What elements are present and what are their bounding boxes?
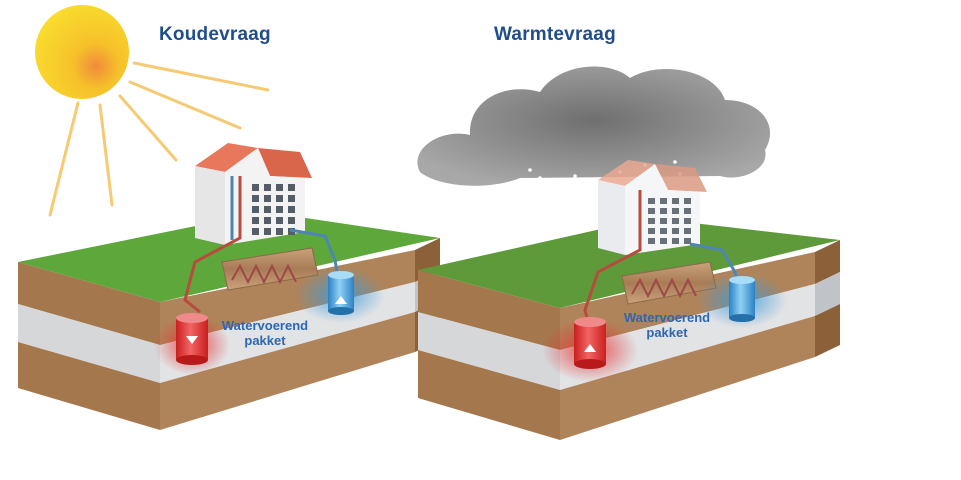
- building-window: [288, 217, 295, 224]
- building-window: [672, 208, 679, 214]
- soil-layer-top: [418, 270, 560, 350]
- building-window: [672, 198, 679, 204]
- building-window: [660, 208, 667, 214]
- panel-title-warmtevraag: Warmtevraag: [494, 24, 616, 45]
- building-window: [684, 198, 691, 204]
- soil-layer-bottom: [18, 342, 160, 430]
- building-window: [684, 208, 691, 214]
- snowflake: [588, 188, 592, 192]
- building-window: [288, 206, 295, 213]
- building-window: [264, 184, 271, 191]
- building-icon: [195, 143, 312, 245]
- snowflake: [558, 184, 562, 188]
- building-window: [648, 228, 655, 234]
- cloud-icon: [417, 66, 771, 186]
- building-window: [648, 218, 655, 224]
- panel-title-koudevraag: Koudevraag: [159, 24, 271, 45]
- building-window: [684, 228, 691, 234]
- snowflake: [548, 194, 552, 198]
- building-window: [264, 228, 271, 235]
- building-window: [276, 195, 283, 202]
- aquifer-label-line2: pakket: [244, 333, 286, 348]
- snowflake: [673, 160, 677, 164]
- warm-well-icon: [176, 313, 208, 365]
- warm-well-icon: [574, 317, 606, 369]
- cold-well-icon: [328, 271, 354, 315]
- snowflake: [523, 180, 527, 184]
- aquifer-label-left: Watervoerend pakket: [210, 318, 320, 348]
- building-icon: [598, 160, 707, 255]
- aquifer-label-right: Watervoerend pakket: [612, 310, 722, 340]
- building-window: [252, 184, 259, 191]
- soil-layer-bottom: [418, 350, 560, 440]
- building-window: [672, 238, 679, 244]
- building-window: [684, 238, 691, 244]
- building-window: [252, 206, 259, 213]
- snowflake: [708, 176, 712, 180]
- building-window: [648, 198, 655, 204]
- sun-rays: [48, 61, 270, 217]
- soil-layer-top: [18, 262, 160, 345]
- building-window: [264, 195, 271, 202]
- building-window: [660, 228, 667, 234]
- building-window: [672, 218, 679, 224]
- building-window: [672, 228, 679, 234]
- snowflake: [573, 174, 577, 178]
- building-window: [648, 208, 655, 214]
- building-window: [264, 206, 271, 213]
- building-window: [264, 217, 271, 224]
- building-window: [252, 195, 259, 202]
- building-window: [648, 238, 655, 244]
- building-window: [276, 184, 283, 191]
- aquifer-layer: [418, 312, 560, 390]
- cold-well-icon: [729, 276, 755, 322]
- building-window: [276, 228, 283, 235]
- building-window: [288, 184, 295, 191]
- building-window: [660, 238, 667, 244]
- building-window: [252, 228, 259, 235]
- building-window: [660, 198, 667, 204]
- aquifer-label-line1: Watervoerend: [221, 318, 309, 333]
- building-window: [288, 195, 295, 202]
- snowflake: [528, 168, 532, 172]
- aquifer-label-line1: Watervoerend: [623, 310, 711, 325]
- heat-exchanger-icon: [221, 247, 319, 291]
- aquifer-layer: [18, 304, 160, 383]
- snowflake: [538, 176, 542, 180]
- building-window: [252, 217, 259, 224]
- sun-icon: [35, 5, 270, 217]
- grass-surface: [18, 212, 440, 302]
- sun-disc: [35, 5, 129, 99]
- grass-surface: [418, 218, 840, 308]
- snowflake: [718, 188, 722, 192]
- building-window: [660, 218, 667, 224]
- snowflake: [566, 198, 570, 202]
- building-window: [276, 217, 283, 224]
- building-window: [684, 218, 691, 224]
- aquifer-label-line2: pakket: [646, 325, 688, 340]
- building-window: [276, 206, 283, 213]
